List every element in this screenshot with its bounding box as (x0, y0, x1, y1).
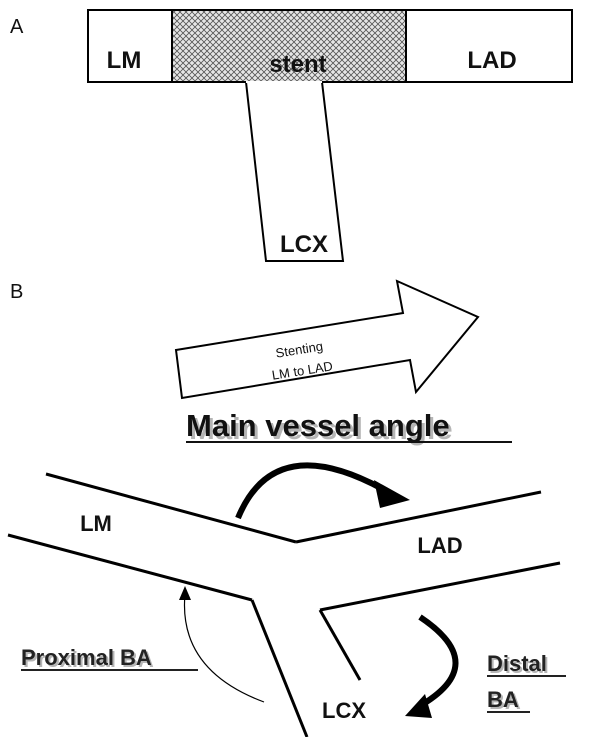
panel-a: A LCX LM stent LAD (10, 9, 573, 262)
stent-segment-label: stent (269, 51, 326, 78)
proximal-ba-arrowhead (179, 586, 191, 600)
distal-ba-arc (416, 614, 459, 710)
distal-ba-label-line1: Distal (487, 651, 547, 676)
proximal-ba-label: Proximal BA (21, 645, 152, 670)
lcx-left-wall (250, 599, 309, 737)
lm-lower-wall (7, 533, 253, 602)
proximal-ba-arc (183, 593, 265, 703)
lad-lower-wall (319, 561, 561, 612)
proximal-ba-label-shadow: Proximal BA (23, 647, 154, 672)
lm-upper-wall (45, 472, 297, 544)
main-angle-arc (235, 462, 390, 520)
stenting-arrow-line1: Stenting (275, 338, 324, 360)
main-angle-arrowhead (374, 480, 410, 508)
distal-ba-label-line2-shadow: BA (489, 689, 521, 714)
vessel-walls (7, 472, 561, 737)
main-angle-title-shadow: Main vessel angle (189, 411, 453, 446)
lm-segment-label: LM (107, 47, 142, 74)
panel-b-label: B (10, 281, 23, 303)
stenting-arrow (174, 279, 480, 400)
main-angle-title: Main vessel angle (186, 408, 450, 443)
lad-segment-label: LAD (467, 47, 516, 74)
distal-ba-label-line2: BA (487, 687, 519, 712)
lm-vessel-label: LM (80, 511, 112, 536)
lad-vessel-label: LAD (417, 533, 462, 558)
distal-ba-label-line1-shadow: Distal (489, 653, 549, 678)
lcx-right-wall (318, 609, 362, 681)
panel-a-label: A (10, 16, 24, 38)
lcx-branch-label: LCX (280, 231, 328, 258)
panel-b: B Stenting LM to LAD Main vessel angle M… (7, 279, 566, 737)
lcx-vessel-label: LCX (322, 698, 366, 723)
lad-upper-wall (295, 490, 542, 544)
distal-ba-arrowhead (405, 694, 432, 718)
